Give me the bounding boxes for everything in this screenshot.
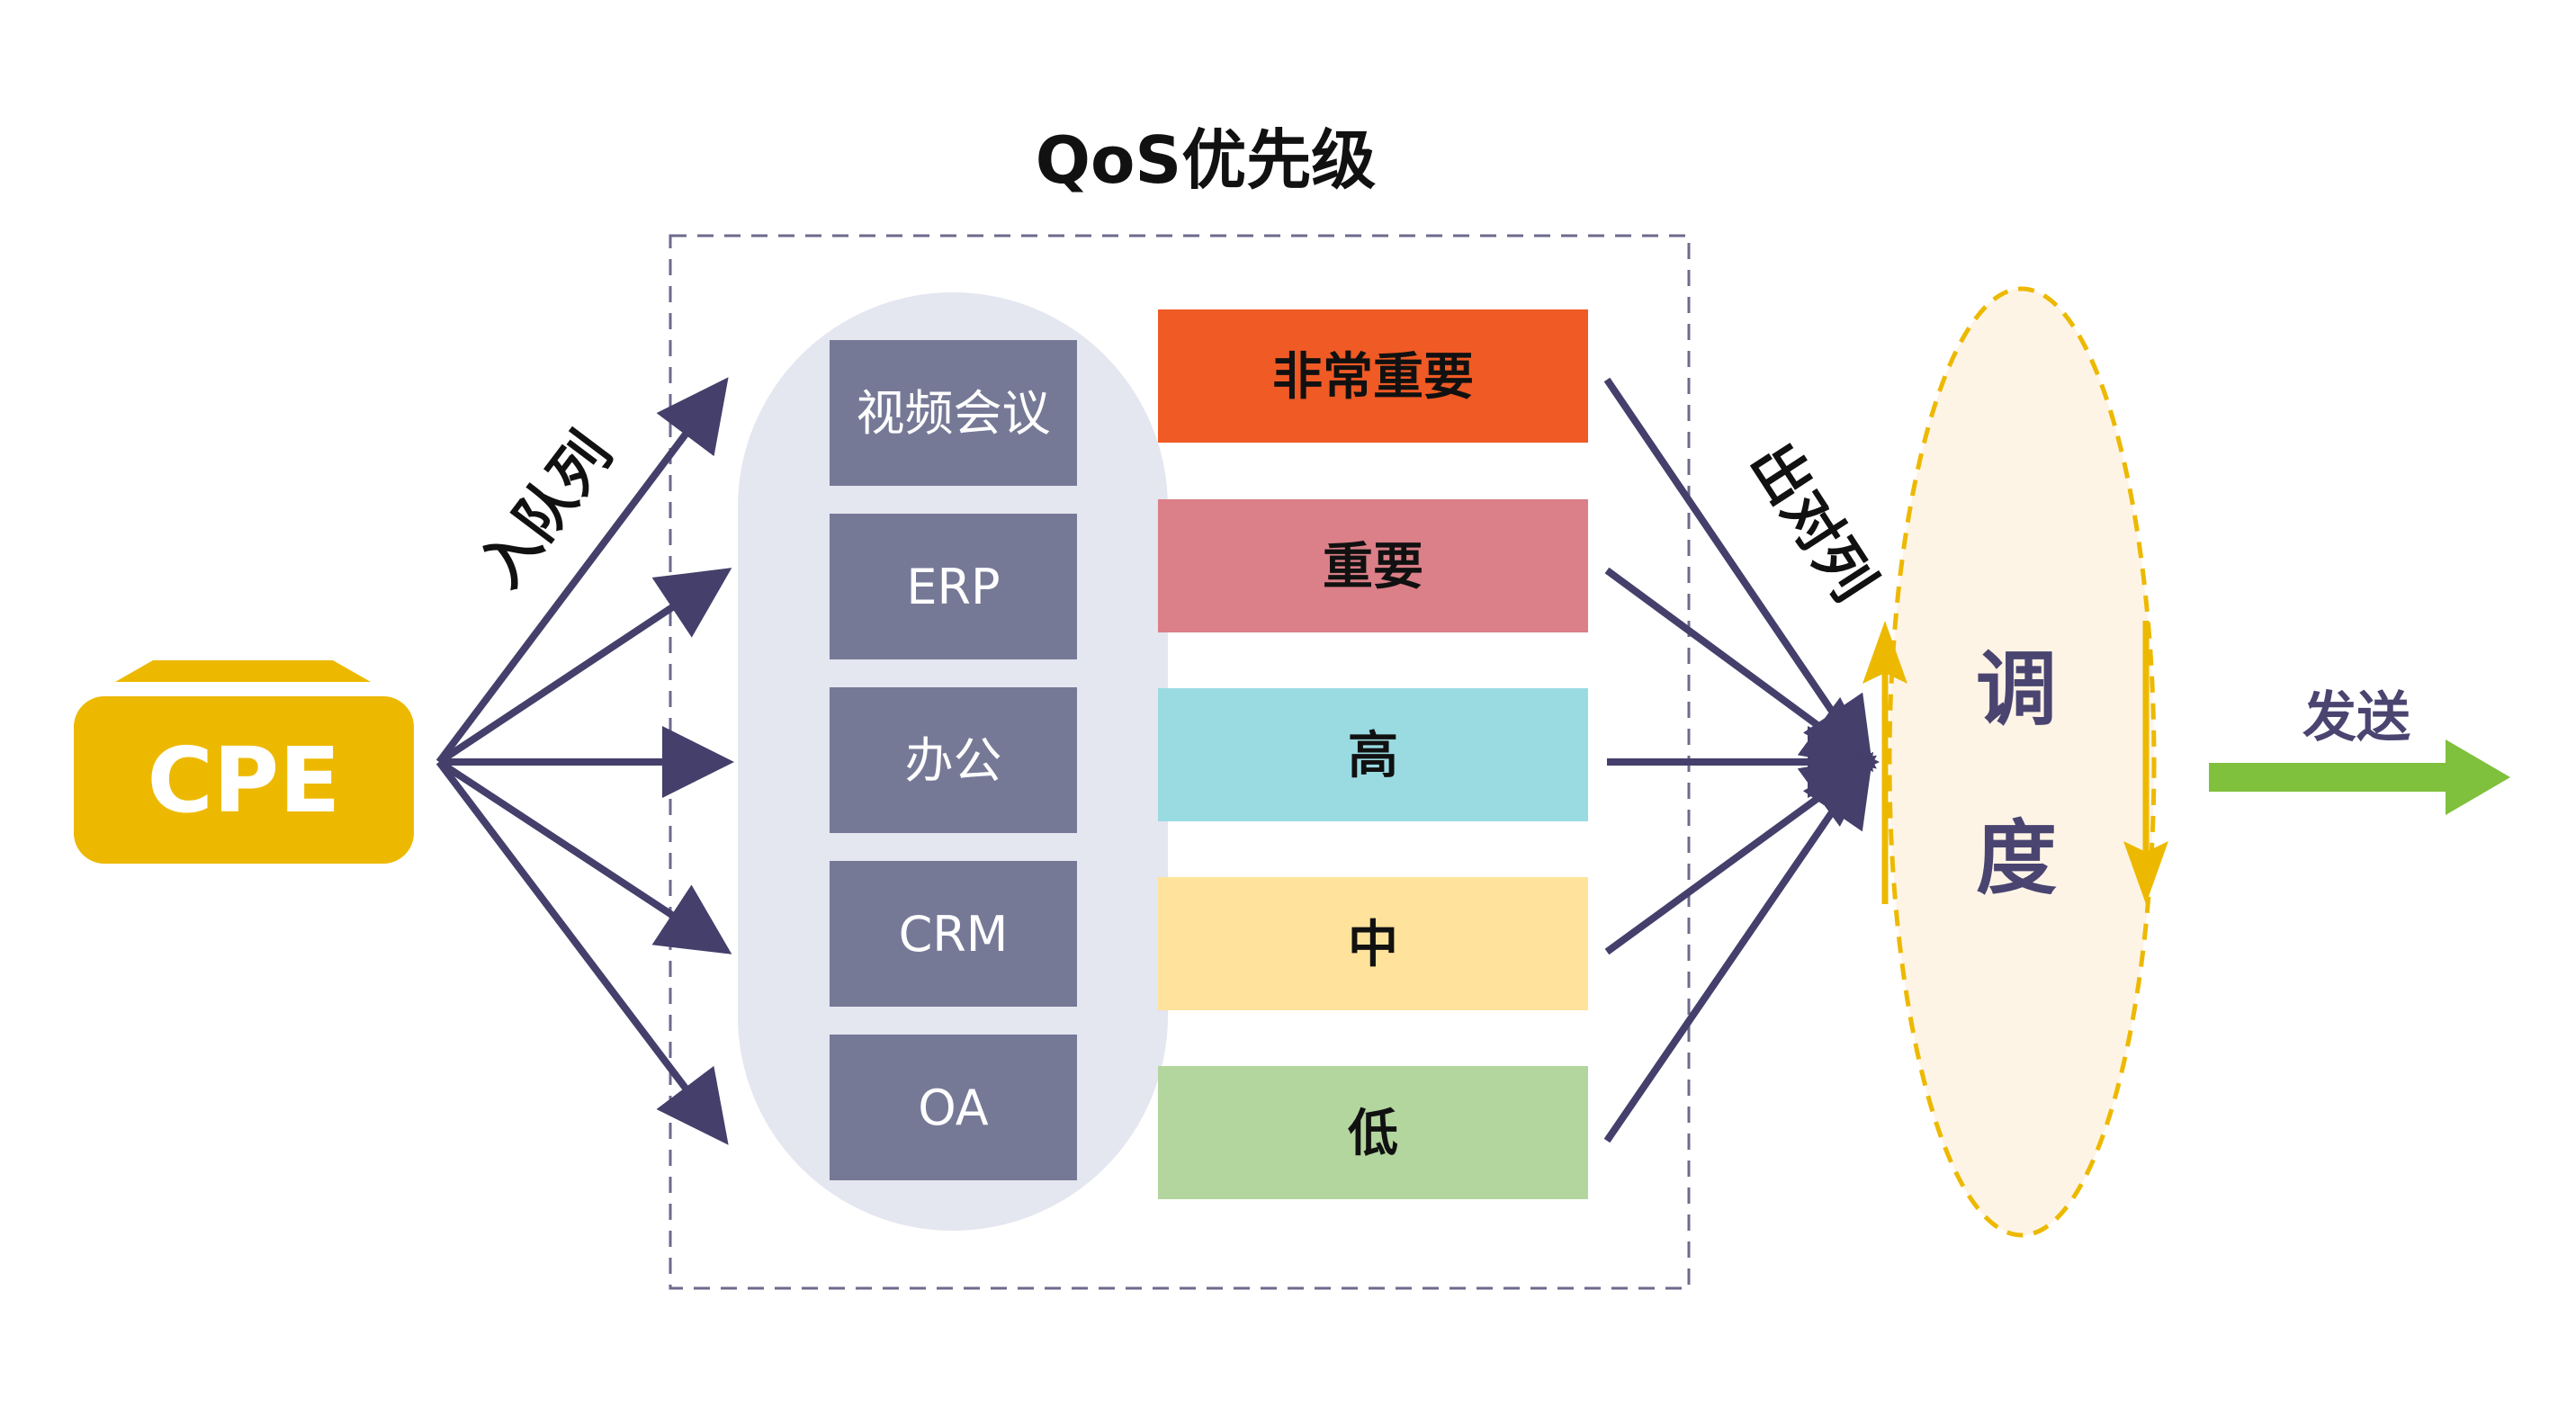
enqueue-arrow-1 [435,377,729,765]
priority-bar [1158,1066,1588,1199]
enqueue-arrows [435,377,734,1145]
enqueue-label: 入队列 [468,421,625,599]
dequeue-arrow-1 [1603,377,1873,773]
cpe-device: CPE [74,660,414,864]
dequeue-arrows [1603,377,1880,1143]
diagram-title: QoS优先级 [1036,122,1377,198]
priority-label: 低 [1348,1105,1398,1163]
scheduler: 调 度 [1862,286,2168,1238]
cpe-top-ridge [115,660,371,682]
priority-label: 高 [1348,727,1398,785]
dequeue-label: 出对列 [1737,432,1887,613]
application-box [830,861,1077,1007]
priority-bar [1158,688,1588,821]
priority-bar [1158,499,1588,632]
application-box [830,340,1077,486]
application-label: 办公 [905,732,1002,789]
priority-bar [1158,877,1588,1010]
priority-bar [1158,309,1588,443]
application-box [830,687,1077,833]
enqueue-arrow-2 [436,568,732,766]
application-label: ERP [906,559,1000,615]
cpe-label: CPE [148,728,341,833]
priority-label: 非常重要 [1272,348,1474,407]
dequeue-arrow-5 [1603,751,1874,1143]
scheduler-char-2: 度 [1976,811,2057,906]
priority-label: 重要 [1323,538,1423,596]
scheduler-down-arrowhead [2123,841,2168,904]
scheduler-char-1: 调 [1976,642,2057,737]
priority-label: 中 [1348,916,1398,974]
send-arrow: 发送 [2209,686,2510,815]
application-label: 视频会议 [857,385,1051,442]
send-arrowhead [2446,739,2510,815]
send-arrow-shaft [2209,763,2461,792]
application-list: 视频会议 ERP 办公 CRM OA [830,340,1077,1180]
cpe-body [74,696,414,864]
enqueue-arrow-5 [435,759,729,1145]
application-label: CRM [899,906,1009,963]
application-box [830,1035,1077,1180]
scheduler-ellipse [1887,286,2157,1238]
dequeue-arrow-4 [1604,755,1877,955]
application-box [830,514,1077,659]
scheduler-up-arrowhead [1862,621,1907,684]
application-label: OA [918,1080,989,1136]
send-label: 发送 [2302,686,2410,749]
enqueue-arrow-4 [436,758,732,954]
